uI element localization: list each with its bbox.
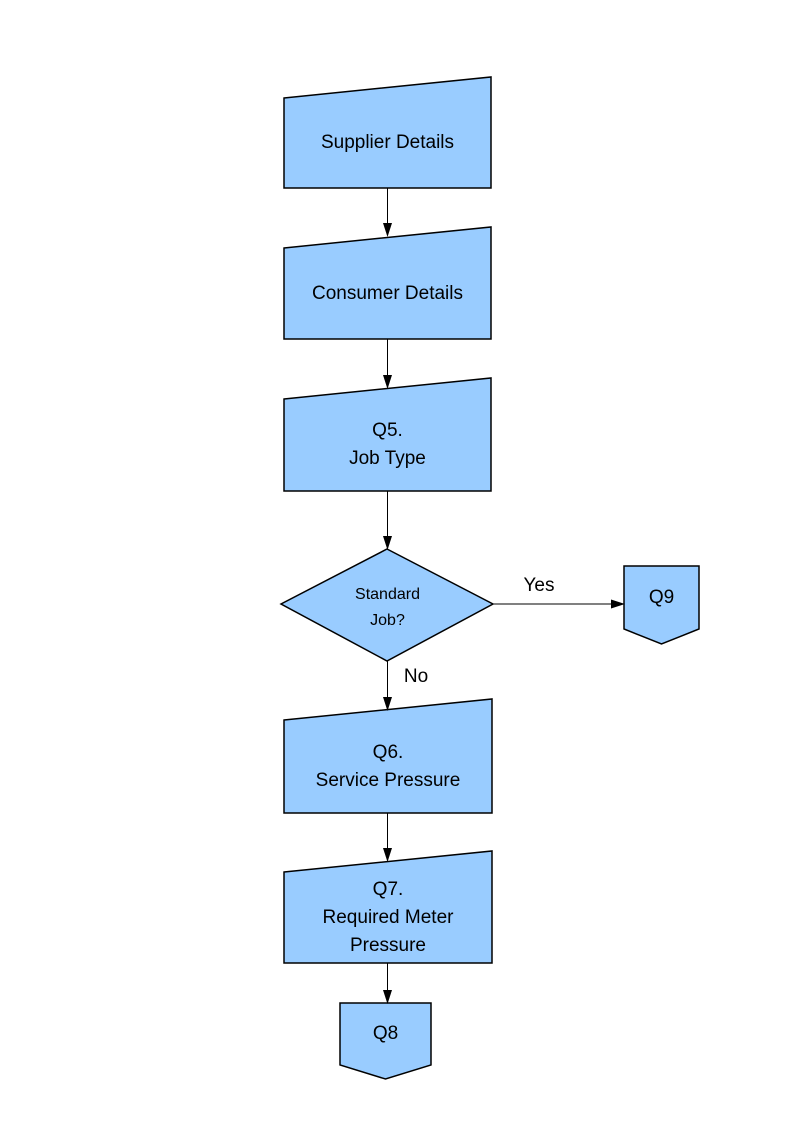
node-q7-required-meter-pressure-shape	[283, 850, 493, 964]
node-supplier-details-shape	[283, 76, 492, 189]
connector-arrowheads	[383, 223, 625, 1004]
node-q9-connector-shape	[623, 565, 700, 645]
arrowhead-into-consumer	[383, 223, 392, 237]
arrowhead-into-q8	[383, 990, 392, 1004]
node-q6-service-pressure-shape	[283, 698, 493, 814]
arrowhead-into-decision	[383, 536, 392, 550]
node-consumer-details-shape	[283, 226, 492, 340]
arrowhead-into-q7	[383, 848, 392, 862]
node-q8-connector-shape	[339, 1002, 432, 1080]
arrowhead-into-q9	[611, 599, 625, 609]
connector-lines	[387, 188, 612, 991]
node-q5-job-type-shape	[283, 377, 492, 492]
node-standard-job-decision-shape	[279, 548, 495, 662]
arrowhead-into-q5	[383, 375, 392, 389]
arrowhead-into-q6	[383, 697, 392, 711]
